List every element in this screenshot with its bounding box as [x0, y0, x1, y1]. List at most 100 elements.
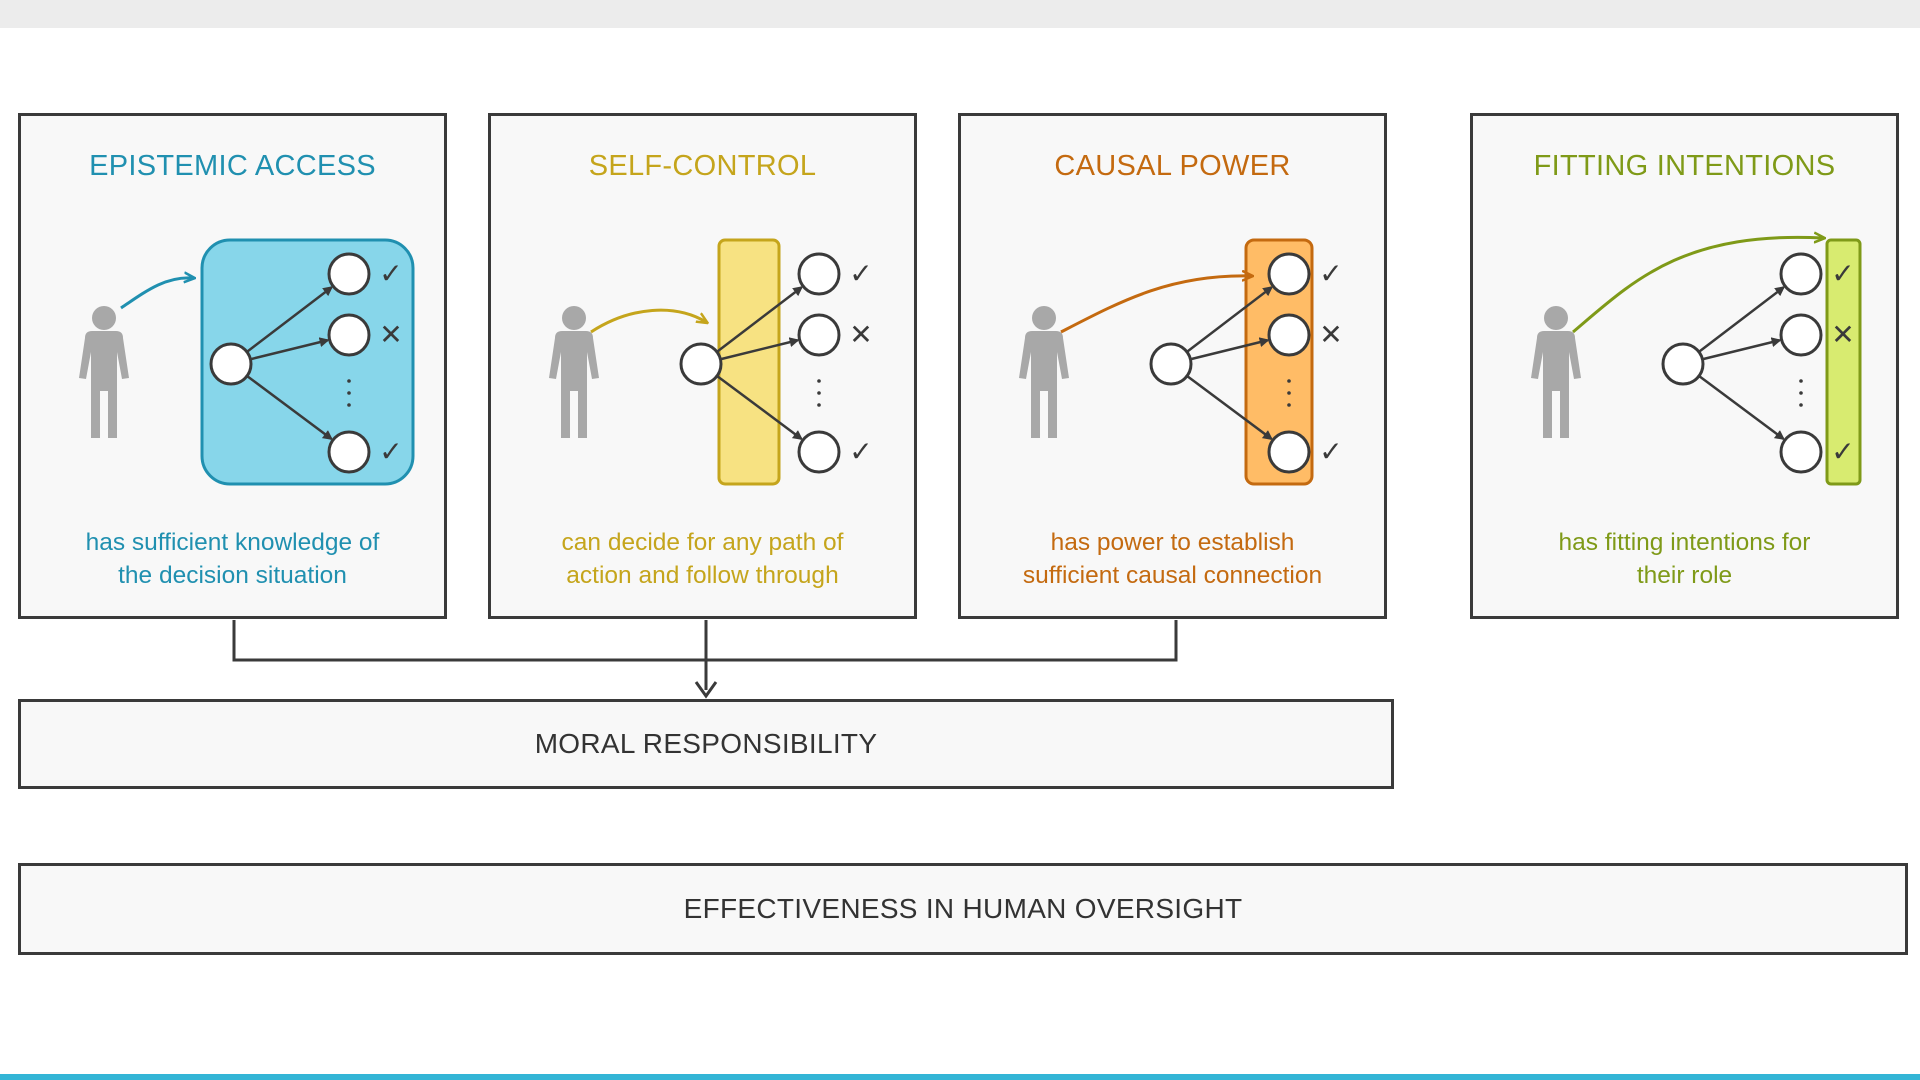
ellipsis-dot [1799, 391, 1803, 395]
caption-line: the decision situation [118, 562, 347, 589]
caption-line: sufficient causal connection [1022, 562, 1323, 589]
person-icon [549, 306, 599, 438]
highlight-choice-bar [717, 238, 781, 486]
check-icon: ✓ [849, 257, 872, 290]
check-icon: ✓ [1831, 435, 1854, 468]
person-body [79, 331, 129, 438]
check-icon: ✓ [379, 435, 402, 468]
decision-graph-fitting-intentions: ✓ ✕ ✓ [1531, 116, 1862, 486]
ellipsis-dot [1799, 379, 1803, 383]
bottom-accent-line [0, 1074, 1920, 1080]
decision-edge [1186, 286, 1274, 353]
bracket-arrowhead [694, 681, 718, 699]
decision-edge [1698, 286, 1786, 353]
person-head [562, 306, 586, 330]
knowledge-arrow [120, 278, 193, 310]
check-icon: ✓ [1319, 435, 1342, 468]
person-icon [79, 306, 129, 438]
ellipsis-dot [817, 403, 821, 407]
person-body [1531, 331, 1581, 438]
outcome-node [1779, 252, 1823, 296]
card-fitting-intentions: ✓ ✕ ✓ FITTING INTENTIONS has fitting inten… [1470, 113, 1899, 619]
highlight-outcome-bar [1244, 238, 1314, 486]
highlight-mark-bar [1825, 238, 1862, 486]
check-icon: ✓ [1319, 257, 1342, 290]
outcome-node [797, 313, 841, 357]
card-epistemic-access: ✓ ✕ ✓ EPISTEMIC ACCESS has sufficient know… [18, 113, 447, 619]
outcome-node [1267, 252, 1311, 296]
caption-line: action and follow through [566, 562, 839, 589]
card-causal-power: ✓ ✕ ✓ CAUSAL POWER has power to establish … [958, 113, 1387, 619]
source-node [209, 342, 253, 386]
decision-graph-causal-power: ✓ ✕ ✓ [1019, 238, 1343, 486]
decision-edge [246, 374, 333, 441]
decision-edge [1190, 337, 1270, 361]
ellipsis-dot [1287, 403, 1291, 407]
person-body [549, 331, 599, 438]
knowledge-arrow [1572, 237, 1823, 334]
outcome-node [327, 252, 371, 296]
ellipsis-dot [347, 391, 351, 395]
decision-edge [716, 374, 803, 441]
cross-icon: ✕ [849, 318, 872, 351]
outcome-node [1267, 430, 1311, 474]
ellipsis-dot [347, 379, 351, 383]
knowledge-arrow [1060, 276, 1251, 334]
card-title: EPISTEMIC ACCESS [89, 150, 376, 182]
cross-icon: ✕ [379, 318, 402, 351]
person-head [1544, 306, 1568, 330]
card-title: FITTING INTENTIONS [1533, 150, 1836, 182]
decision-edge [716, 286, 804, 353]
caption-line: has fitting intentions for [1558, 529, 1811, 556]
knowledge-arrow [590, 308, 706, 334]
decision-edge [1698, 374, 1785, 441]
top-band [0, 0, 1920, 28]
check-icon: ✓ [849, 435, 872, 468]
decision-edge [720, 337, 800, 361]
outcome-node [1779, 313, 1823, 357]
person-icon [1531, 306, 1581, 438]
check-icon: ✓ [1831, 257, 1854, 290]
decision-graph-epistemic-access: ✓ ✕ ✓ [79, 238, 415, 486]
outcome-node [797, 252, 841, 296]
cross-icon: ✕ [1831, 318, 1854, 351]
outcome-node [797, 430, 841, 474]
ellipsis-dot [1287, 379, 1291, 383]
ellipsis-dot [347, 403, 351, 407]
card-caption: has power to establish sufficient causal… [971, 526, 1374, 592]
source-node [679, 342, 723, 386]
cross-icon: ✕ [1319, 318, 1342, 351]
decision-edge [1702, 337, 1782, 361]
caption-line: can decide for any path of [561, 529, 844, 556]
card-title: CAUSAL POWER [1054, 150, 1291, 182]
moral-responsibility-box: MORAL RESPONSIBILITY [18, 699, 1394, 789]
ellipsis-dot [817, 391, 821, 395]
bracket-line [232, 620, 1178, 690]
card-caption: can decide for any path of action and fo… [501, 526, 904, 592]
card-caption: has sufficient knowledge of the decision… [31, 526, 434, 592]
person-icon [1019, 306, 1069, 438]
ellipsis-dot [1799, 403, 1803, 407]
highlight-knowledge-box [200, 238, 415, 486]
outcome-node [327, 313, 371, 357]
caption-line: has sufficient knowledge of [85, 529, 380, 556]
ellipsis-dot [1287, 391, 1291, 395]
ellipsis-dot [817, 379, 821, 383]
decision-edge [1186, 374, 1273, 441]
person-head [92, 306, 116, 330]
decision-edge [250, 337, 330, 361]
person-head [1032, 306, 1056, 330]
caption-line: has power to establish [1050, 529, 1295, 556]
outcome-node [327, 430, 371, 474]
check-icon: ✓ [379, 257, 402, 290]
source-node [1149, 342, 1193, 386]
caption-line: their role [1636, 562, 1733, 589]
outcome-node [1267, 313, 1311, 357]
outcome-node [1779, 430, 1823, 474]
effectiveness-box: EFFECTIVENESS IN HUMAN OVERSIGHT [18, 863, 1908, 955]
card-self-control: ✓ ✕ ✓ SELF-CONTROL can decide for any path… [488, 113, 917, 619]
person-body [1019, 331, 1069, 438]
decision-graph-self-control: ✓ ✕ ✓ [549, 238, 873, 486]
card-title: SELF-CONTROL [588, 150, 817, 182]
card-caption: has fitting intentions for their role [1483, 526, 1886, 592]
